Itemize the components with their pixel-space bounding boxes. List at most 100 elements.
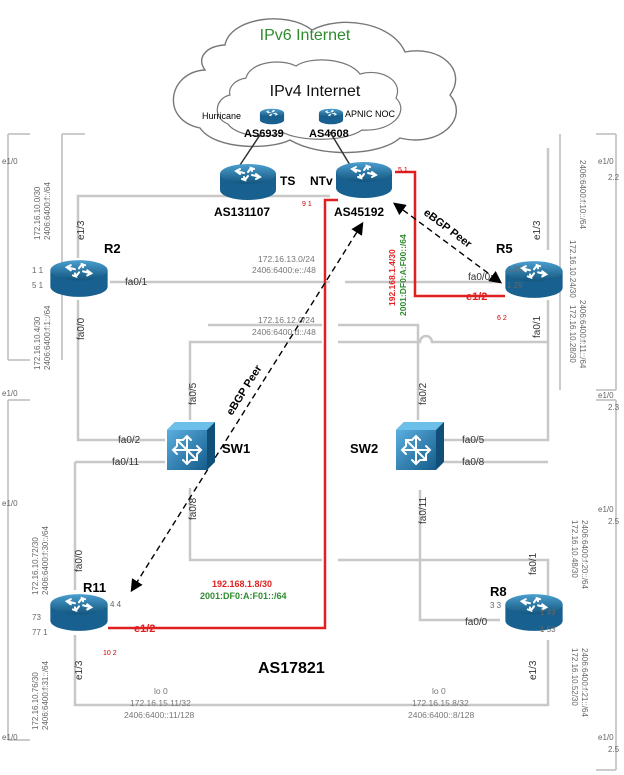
edge-brackets <box>7 133 617 771</box>
r11-loopback-v6: 2406:6400::11/128 <box>124 710 195 720</box>
r8-bottom-subnet-v6: 2406:6400:f:21::/64 <box>580 648 589 718</box>
left-e10-low: e1/0 <box>2 499 18 508</box>
r2-port-a: 1 1 <box>32 266 44 275</box>
r5-top-subnet-v4: 172.16.10.24/30 <box>568 240 577 298</box>
r8-e13-label: e1/3 <box>528 660 539 680</box>
r5-e12-label: e1/2 <box>466 291 487 303</box>
r8-fa01-label: fa0/1 <box>528 552 539 575</box>
right-e10-mid: e1/0 <box>598 391 614 400</box>
switch-sw2-icon[interactable] <box>395 421 445 471</box>
left-e10-mid: e1/0 <box>2 389 18 398</box>
sw1-fa011-label: fa0/11 <box>112 457 139 468</box>
r2-port-b: 5 1 <box>32 281 44 290</box>
r11-port-b: 73 <box>32 613 41 622</box>
r2-bottom-subnet-v4: 172.16.10.4/30 <box>33 316 42 370</box>
ebgp-peer-diag-label: eBGP Peer <box>224 363 265 418</box>
right-n25b: 2.5 <box>608 745 620 754</box>
router-ntv-icon[interactable] <box>335 161 393 199</box>
sw1-fa05-label: fa0/5 <box>188 382 199 405</box>
sw2-fa08-label: fa0/8 <box>462 457 485 468</box>
left-e10-top: e1/0 <box>2 157 18 166</box>
r11-e13-label: e1/3 <box>74 660 85 680</box>
r2-bottom-subnet-v6: 2406:6400:f:1::/64 <box>43 305 52 370</box>
ts-name: TS <box>280 174 295 188</box>
r2-name: R2 <box>104 241 121 256</box>
r5-top-subnet-v6: 2406:6400:f:10::/64 <box>578 160 587 230</box>
ebgp-arrow-ntv-r5 <box>392 202 503 284</box>
hurricane-router-icon <box>259 108 285 125</box>
as17821-label: AS17821 <box>258 660 325 677</box>
ntv-r11-subnet-v6: 2001:DF0:A:F01::/64 <box>200 591 287 601</box>
r8-top-subnet-v6: 2406:6400:f:20::/64 <box>580 520 589 590</box>
router-ts-icon[interactable] <box>219 163 277 201</box>
link-r11-bottom <box>73 635 550 707</box>
r8-loopback: lo 0 <box>432 686 446 696</box>
sw1-name: SW1 <box>222 441 250 456</box>
r8-top-subnet-v4: 172.16.10.48/30 <box>570 520 579 578</box>
r8-port-c: 1 53 <box>540 625 556 634</box>
r8-loopback-v6: 2406:6400::8/128 <box>408 710 474 720</box>
ntv-as: AS45192 <box>334 205 384 219</box>
r2-top-subnet-v6: 2406:6400:f::/64 <box>43 182 52 240</box>
right-n22: 2.2 <box>608 173 620 182</box>
ntv-r5-subnet-v6: 2001:DF0:A:F00::/64 <box>398 234 408 316</box>
apnic-router-icon <box>318 108 344 125</box>
sw1-fa02-label: fa0/2 <box>118 435 141 446</box>
r11-fa00-label: fa0/0 <box>74 549 85 572</box>
right-e10-top: e1/0 <box>598 157 614 166</box>
right-e10-bottom: e1/0 <box>598 733 614 742</box>
r5-name: R5 <box>496 241 513 256</box>
r11-port-c: 77 1 <box>32 628 48 637</box>
r2-fa01-label: fa0/1 <box>125 277 148 288</box>
r2-r5-subnet-v4: 172.16.13.0/24 <box>258 254 315 264</box>
r2-fa00-label: fa0/0 <box>76 317 87 340</box>
r5-port-c: 6 2 <box>497 315 507 322</box>
sw-subnet-v6: 2406:6400:d::/48 <box>252 327 316 337</box>
r11-name: R11 <box>83 580 106 595</box>
sw2-fa011-label: fa0/11 <box>418 497 429 524</box>
ebgp-arrow-ntv-r11 <box>130 221 364 593</box>
ts-as: AS131107 <box>214 205 270 219</box>
ntv-name: NTv <box>310 174 333 188</box>
r11-top-subnet-v4: 172.16.10.72/30 <box>31 537 40 595</box>
r8-bottom-subnet-v4: 172.16.10.52/30 <box>570 648 579 706</box>
ntv-port-b: 5 1 <box>398 167 408 174</box>
link-sw2-fa05 <box>444 300 550 442</box>
r8-fa00-label: fa0/0 <box>465 617 488 628</box>
r8-port-a: 3 3 <box>490 601 502 610</box>
right-n23: 2.3 <box>608 403 620 412</box>
switch-sw1-icon[interactable] <box>166 421 216 471</box>
link-sw2-fa011 <box>418 490 500 622</box>
r5-fa01-label: fa0/1 <box>532 315 543 338</box>
r5-fa00-label: fa0/0 <box>468 272 491 283</box>
right-n25a: 2.5 <box>608 517 620 526</box>
sw1-fa08-label: fa0/8 <box>188 497 199 520</box>
right-e10-low: e1/0 <box>598 505 614 514</box>
sw-subnet-v4: 172.16.12.0/24 <box>258 315 315 325</box>
r11-port-d: 10 2 <box>103 650 117 657</box>
r11-top-subnet-v6: 2406:6400:f:30::/64 <box>41 526 50 596</box>
r2-top-subnet-v4: 172.16.10.0/30 <box>33 186 42 240</box>
link-ts-as6939 <box>239 131 263 166</box>
router-r2-icon[interactable] <box>49 259 109 298</box>
link-r2-bottom <box>76 300 165 442</box>
sw2-name: SW2 <box>350 441 378 456</box>
as4608-label: AS4608 <box>309 128 349 140</box>
r8-loopback-v4: 172.16.15.8/32 <box>412 698 469 708</box>
link-sw1-loop <box>188 334 548 420</box>
r5-port-b: 1 29 <box>507 281 523 290</box>
ntv-port-a: 9 1 <box>302 201 312 208</box>
apnic-noc-label: APNIC NOC <box>345 109 396 119</box>
r5-e13-label: e1/3 <box>532 220 543 240</box>
as6939-label: AS6939 <box>244 128 284 140</box>
r5-bottom-subnet-v4: 172.16.10.28/30 <box>568 305 577 363</box>
router-r11-icon[interactable] <box>49 593 109 632</box>
r11-loopback-v4: 172.16.15.11/32 <box>130 698 191 708</box>
r11-e12-label: e1/2 <box>134 623 155 635</box>
r8-port-b: 1 49 <box>540 608 556 617</box>
r11-bottom-subnet-v4: 172.16.10.76/30 <box>31 672 40 730</box>
ntv-r11-subnet-v4: 192.168.1.8/30 <box>212 579 272 589</box>
r11-loopback: lo 0 <box>154 686 168 696</box>
r11-bottom-subnet-v6: 2406:6400:f:31::/64 <box>41 661 50 731</box>
